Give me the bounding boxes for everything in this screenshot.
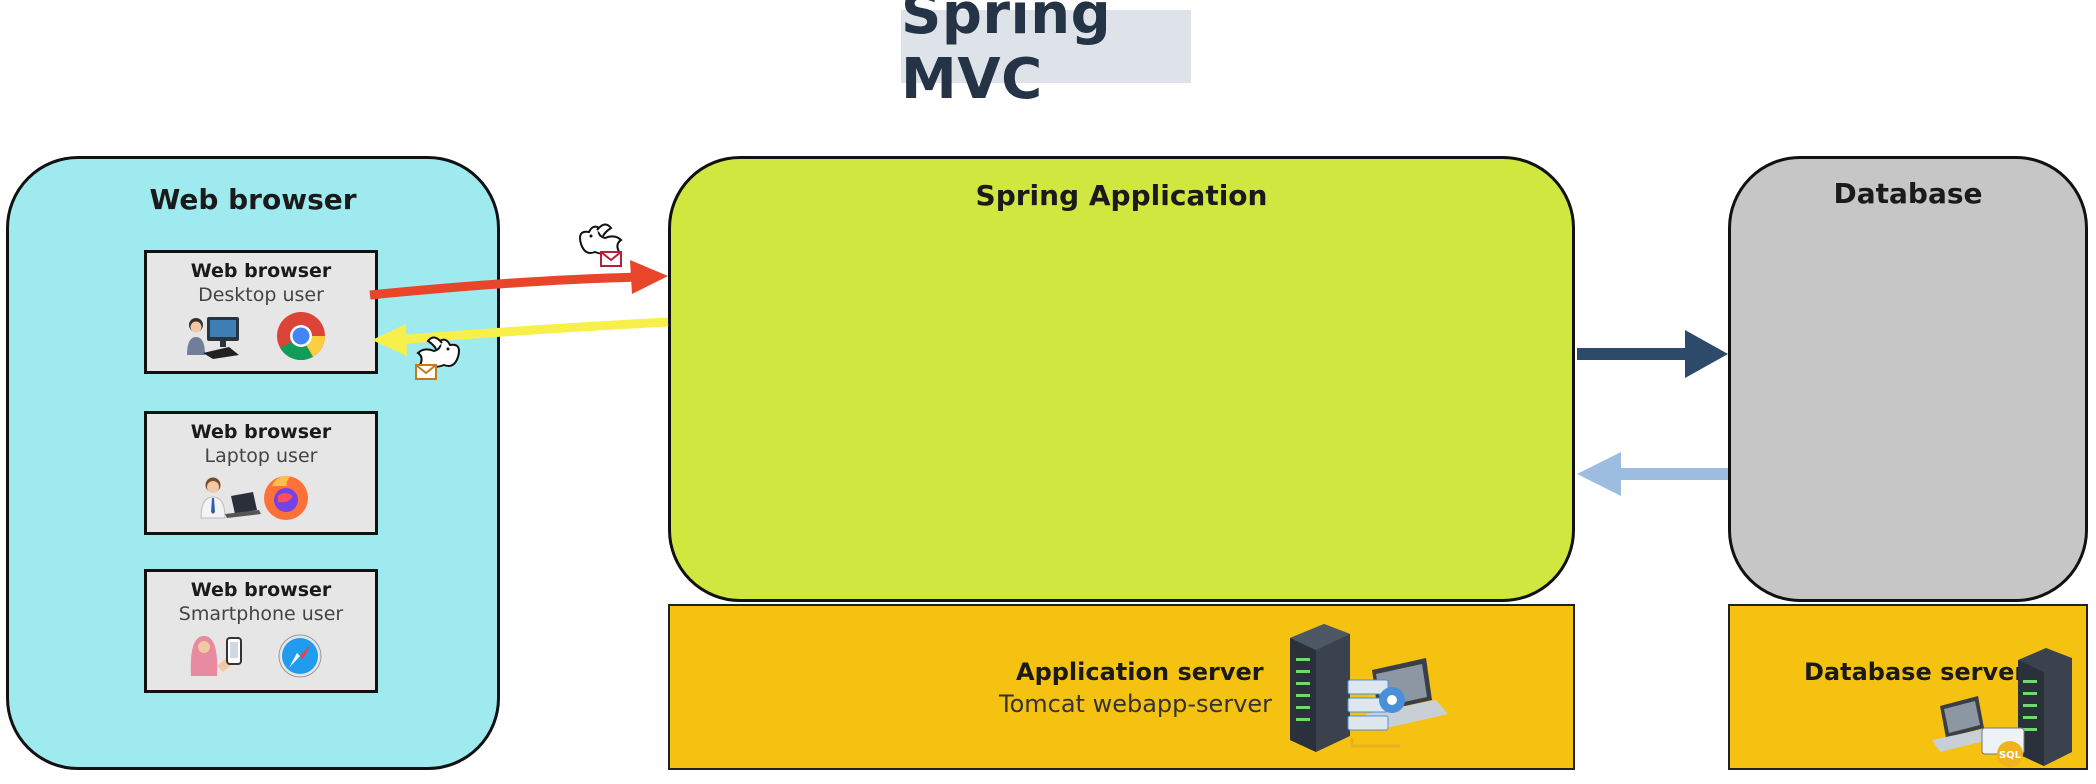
card-icons — [147, 311, 375, 361]
chrome-icon — [277, 312, 325, 361]
to-database-arrow-head — [1685, 330, 1728, 378]
card-subtitle: Desktop user — [198, 284, 324, 306]
to-database-arrow — [1577, 348, 1687, 360]
card-subtitle: Laptop user — [204, 445, 318, 467]
database-title: Database — [1833, 177, 1983, 210]
sql-server-icon: SQL — [1932, 648, 2072, 767]
from-database-arrow-head — [1577, 452, 1621, 496]
application-server-subtitle: Tomcat webapp-server — [999, 690, 1273, 718]
database-container: Database — [1728, 156, 2088, 602]
card-title: Web browser — [190, 260, 332, 282]
from-database-arrow — [1620, 468, 1728, 480]
desktop-user-icon — [187, 317, 239, 359]
browser-card-laptop[interactable]: Web browser Laptop user — [144, 411, 378, 535]
smartphone-user-icon — [190, 636, 242, 676]
web-browser-container: Web browser Web browser Desktop user — [6, 156, 500, 770]
firefox-icon — [264, 475, 308, 520]
request-arrow — [369, 272, 641, 300]
response-arrow-head — [372, 324, 407, 356]
browser-card-smartphone[interactable]: Web browser Smartphone user — [144, 569, 378, 693]
application-server-title: Application server — [1016, 658, 1264, 686]
pigeon-mail-icon — [579, 223, 623, 267]
browser-card-desktop[interactable]: Web browser Desktop user — [144, 250, 378, 374]
laptop-user-icon — [200, 477, 261, 519]
database-server-title: Database server — [1804, 658, 2027, 686]
sql-badge-label: SQL — [1999, 750, 2022, 761]
card-subtitle: Smartphone user — [178, 603, 344, 625]
response-arrow — [394, 317, 669, 345]
safari-icon — [278, 634, 322, 678]
spring-application-title: Spring Application — [975, 179, 1268, 212]
server-rack-icon — [1290, 624, 1448, 752]
card-title: Web browser — [190, 421, 332, 443]
card-title: Web browser — [190, 579, 332, 601]
web-browser-title: Web browser — [149, 183, 357, 216]
card-icons — [147, 472, 375, 522]
database-server-box: Database server SQL — [1728, 604, 2088, 770]
card-icons — [147, 630, 375, 680]
application-server-box: Application server Tomcat webapp-server — [668, 604, 1575, 770]
pigeon-mail-icon — [415, 336, 460, 380]
request-arrow-head — [630, 260, 668, 294]
spring-application-container: Spring Application — [668, 156, 1575, 602]
